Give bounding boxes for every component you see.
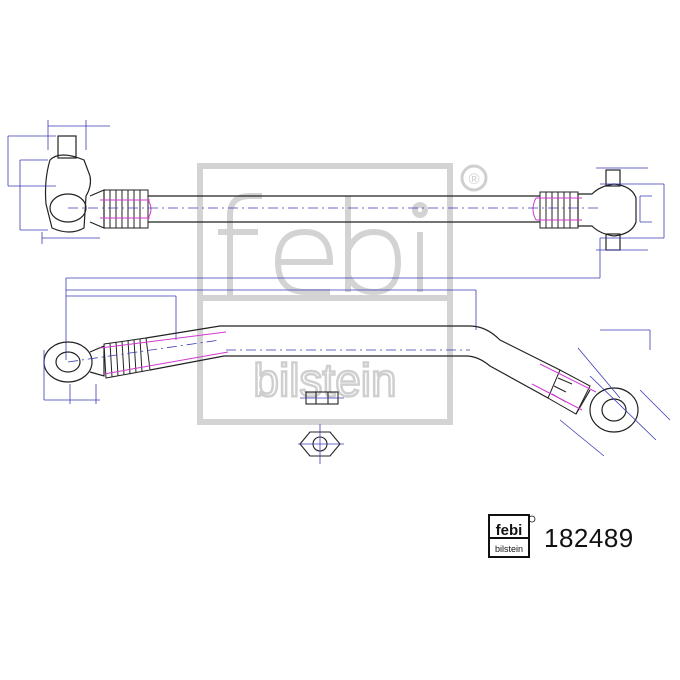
dim-side-left-ticks [69, 384, 97, 404]
dim-side-right-top [600, 329, 651, 350]
top-left-thread-body [103, 189, 149, 229]
side-left-thread-lines [109, 338, 143, 378]
top-tube [148, 195, 540, 223]
top-tube-body [148, 195, 540, 223]
top-right-ball-joint [577, 169, 637, 251]
top-right-thread-lines [545, 192, 571, 228]
watermark-letter-e [274, 228, 334, 295]
top-left-ball-joint [44, 135, 105, 233]
dim-side-right-eye [589, 375, 671, 441]
dim-thread-left [66, 295, 177, 340]
side-dimension-lines [43, 329, 671, 457]
side-right-eye-inner [601, 398, 627, 422]
side-right-thread [547, 369, 591, 415]
top-left-thread [103, 189, 149, 229]
febi-bilstein-logo: febi bilstein [488, 514, 536, 562]
side-left-highlight [99, 331, 229, 375]
dim-top-left-height [7, 135, 56, 187]
watermark-registered-symbol: ® [468, 171, 479, 188]
side-tube-upper [145, 325, 561, 371]
logo-brand-text: febi [496, 522, 523, 539]
watermark-letter-i-dot [412, 202, 428, 218]
top-right-thread [539, 191, 579, 229]
logo-mark: febi bilstein [488, 514, 536, 558]
nut-top-view [298, 424, 344, 464]
top-right-stud-top [605, 169, 621, 187]
nut-side-view [300, 391, 344, 405]
side-view [43, 325, 671, 457]
dim-top-left-socket [19, 159, 48, 231]
top-thread-highlight-ends [147, 197, 537, 221]
top-thread-highlights [100, 197, 582, 221]
top-left-neck [89, 189, 105, 229]
dim-top-right-studs [596, 167, 648, 251]
febi-bilstein-watermark [197, 163, 453, 425]
watermark-frame [197, 163, 453, 425]
side-left-thread [103, 337, 151, 379]
side-left-eye-inner [55, 351, 81, 373]
top-thread-highlight-lines [100, 197, 582, 221]
top-left-socket [49, 193, 87, 223]
dim-overall-length [65, 272, 601, 360]
top-view [7, 120, 665, 272]
top-left-thread-lines [109, 190, 141, 228]
logo-sub-brand-text: bilstein [495, 544, 523, 554]
watermark-registered [460, 164, 488, 192]
part-label: febi bilstein 182489 [488, 514, 634, 562]
side-left-ball-joint [43, 341, 105, 383]
side-right-eye-outer [589, 387, 639, 433]
logo-registered-icon [528, 515, 536, 523]
dim-bend-position [66, 289, 477, 330]
top-right-housing [577, 183, 637, 237]
watermark-letter-f [218, 193, 262, 296]
side-right-highlight [531, 363, 597, 411]
side-right-thread-body [547, 369, 591, 415]
overall-length-dimensions [65, 272, 601, 360]
dim-side-left-eye [43, 350, 100, 401]
side-right-neck [575, 389, 591, 415]
part-number: 182489 [544, 522, 634, 553]
watermark-letter-b [345, 196, 402, 296]
side-centerline [67, 339, 470, 363]
side-thread-highlights [99, 331, 597, 411]
dim-top-left-base [41, 232, 100, 244]
dim-top-left-stud-width [47, 120, 110, 150]
top-left-stud [57, 135, 77, 159]
dim-top-right-inner [639, 195, 652, 223]
top-dimension-lines [7, 120, 665, 272]
side-tube [145, 325, 561, 399]
dim-side-right-angle [559, 347, 621, 457]
dim-top-right-height [600, 183, 665, 239]
side-left-neck [89, 345, 105, 377]
side-tube-lower [149, 355, 549, 399]
